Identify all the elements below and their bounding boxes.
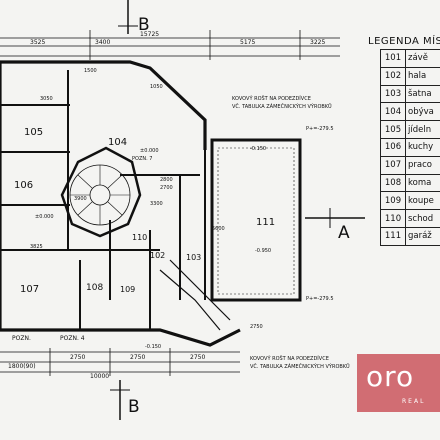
level-ps-bot: P+=-279.5	[306, 296, 334, 302]
room-111: 111	[256, 217, 275, 228]
room-110: 110	[132, 233, 147, 242]
dim-bottom-total: 10000	[90, 373, 109, 380]
room-104: 104	[108, 137, 127, 148]
top-dimension-lines	[0, 30, 340, 60]
legend-room-number: 104	[380, 102, 406, 122]
watermark-logo	[357, 354, 440, 412]
level-m950: -0.950	[255, 248, 271, 254]
room-106: 106	[14, 180, 33, 191]
garage-walls	[210, 138, 302, 302]
dim-misc-8: 3300	[150, 201, 163, 207]
staircase	[60, 146, 142, 238]
inner-walls	[0, 70, 206, 330]
note-bottom-grate: KOVOVÝ ROŠT NA PODEZDÍVCE	[250, 355, 329, 362]
room-107: 107	[20, 284, 39, 295]
section-mark-top-label: B	[138, 15, 150, 35]
legend-room-number: 110	[380, 209, 406, 228]
dim-misc-5: 2800	[160, 177, 173, 183]
watermark-text: oro	[366, 360, 415, 393]
room-108: 108	[86, 283, 103, 293]
dim-top-2: 3400	[95, 39, 110, 46]
section-mark-right	[305, 208, 365, 228]
dim-misc-1: 3050	[40, 96, 53, 102]
dim-top-total: 15725	[140, 31, 159, 38]
watermark-subtext: REAL	[402, 398, 426, 405]
level-m150: -0.150	[250, 146, 266, 152]
legend-room-name: šatna	[405, 84, 440, 104]
section-mark-bottom-label: B	[128, 397, 140, 417]
legend-room-name: schod	[405, 209, 440, 228]
legend-room-name: hala	[405, 66, 440, 86]
legend-room-name: koma	[405, 173, 440, 193]
legend-room-number: 107	[380, 155, 406, 175]
garage-hatch	[217, 147, 295, 295]
dim-misc-2: 1500	[84, 68, 97, 74]
legend-room-number: 105	[380, 120, 406, 139]
dim-top-3: 5175	[240, 39, 255, 46]
room-103: 103	[186, 253, 201, 262]
dim-top-1: 3525	[30, 39, 45, 46]
dim-misc-4: 3825	[30, 244, 43, 250]
level-0b: ±0.000	[35, 214, 54, 220]
legend-room-name: koupe	[405, 191, 440, 211]
section-mark-top	[118, 0, 138, 34]
legend-room-name: garáž	[405, 226, 440, 246]
dim-bottom-1: 1800(90)	[8, 363, 36, 370]
note-top-grate: KOVOVÝ ROŠT NA PODEZDÍVCE	[232, 95, 311, 102]
legend-room-number: 106	[380, 137, 406, 157]
dim-bottom-4: 2750	[190, 354, 205, 361]
room-109: 109	[120, 285, 135, 294]
note-top-grate-2: VČ. TABULKA ZÁMEČNICKÝCH VÝROBKŮ	[232, 103, 332, 110]
room-102: 102	[150, 251, 165, 260]
entry-diagonal	[159, 259, 231, 331]
legend-room-name: obýva	[405, 102, 440, 122]
dim-bottom-2: 2750	[70, 354, 85, 361]
legend-room-number: 108	[380, 173, 406, 193]
dim-misc-6: 2700	[160, 185, 173, 191]
note-pozn: POZN.	[12, 335, 31, 342]
legend-room-name: jídeln	[405, 120, 440, 139]
note-bottom-grate-2: VČ. TABULKA ZÁMEČNICKÝCH VÝROBKŮ	[250, 363, 350, 370]
legend-room-number: 101	[380, 49, 406, 68]
dim-misc-9: 1050	[150, 84, 163, 90]
dim-misc-10: 2750	[250, 324, 263, 330]
level-m150b: -0.150	[145, 344, 161, 350]
legend-room-number: 111	[380, 226, 406, 246]
level-ps-top: P+=-279.5	[306, 126, 334, 132]
dim-bottom-3: 2750	[130, 354, 145, 361]
section-mark-right-label: A	[338, 223, 350, 243]
legend-title: LEGENDA MÍS	[368, 36, 440, 47]
level-0: ±0.000	[140, 148, 159, 154]
legend-room-number: 109	[380, 191, 406, 211]
legend-room-name: kuchy	[405, 137, 440, 157]
dim-misc-3: 3900	[74, 196, 87, 202]
section-mark-bottom	[110, 380, 130, 420]
room-105: 105	[24, 127, 43, 138]
legend-room-name: závě	[405, 49, 440, 68]
legend-room-number: 103	[380, 84, 406, 104]
note-pozn7: POZN. 7	[132, 156, 152, 162]
note-pozn4: POZN. 4	[60, 335, 85, 342]
legend-room-number: 102	[380, 66, 406, 86]
dim-misc-7: 5600	[212, 226, 225, 232]
dim-top-4: 3225	[310, 39, 325, 46]
legend-room-name: praco	[405, 155, 440, 175]
bottom-dimension-lines	[0, 348, 240, 376]
